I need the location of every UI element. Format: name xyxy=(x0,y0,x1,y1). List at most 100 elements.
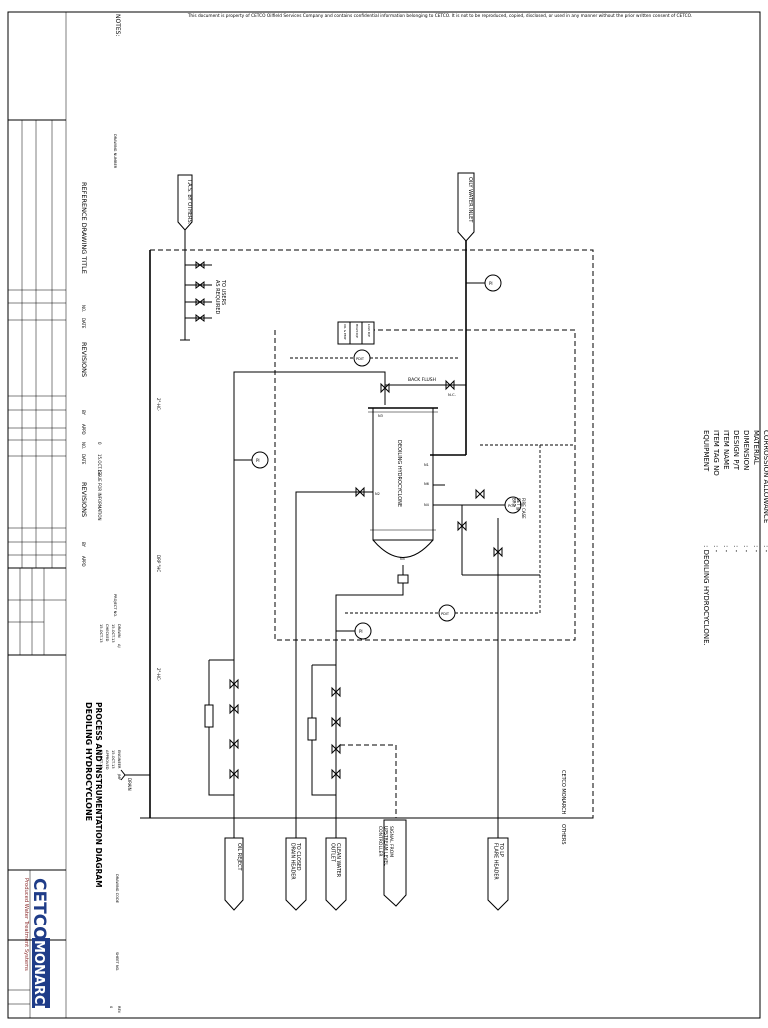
svg-text:TO LPFLARE HEADER: TO LPFLARE HEADER xyxy=(492,842,504,880)
title-block xyxy=(8,119,66,1018)
checked-label: CHECKED xyxy=(105,624,109,642)
svg-text:OIL REJECT: OIL REJECT xyxy=(236,843,242,872)
outlet-oil-reject: OIL REJECT xyxy=(224,818,244,911)
back-flush-line: BACK FLUSH N.C. xyxy=(380,377,466,405)
control-signals xyxy=(274,329,576,818)
rev-date-label: DATE xyxy=(81,454,86,465)
line-label-3: 2"-HC- xyxy=(156,668,161,682)
alarm-3: LOW D/P xyxy=(367,324,371,337)
equipment-field-label: EQUIPMENT xyxy=(702,430,710,472)
nozzle-n1: N1 xyxy=(424,463,429,467)
nozzle-n6: N6 xyxy=(424,482,429,486)
ias-source: I.A.S. BY OTHERS. TO USERSAS REQUIRED xyxy=(177,174,226,341)
relief-valve-assembly: PCV FIRE CASESET @BRG xyxy=(457,488,540,576)
approved-date: 15.OCT.13 xyxy=(99,750,103,769)
nozzle-n5: N5 xyxy=(400,557,405,561)
nozzle-n3: N3 xyxy=(378,414,383,418)
drawing-code-label: DRAWING CODE xyxy=(115,874,119,904)
pdit-top: PDIT xyxy=(356,357,365,361)
drawn-value: AJ xyxy=(117,644,121,648)
equipment-field-label: ITEM NAME xyxy=(722,430,730,470)
pdit-bottom: PDIT xyxy=(441,612,450,616)
alarm-box: OIL & EMP HIGH D/P LOW D/P PDIT xyxy=(337,321,375,367)
alarm-2: HIGH D/P xyxy=(355,324,359,338)
alarm-1: OIL & EMP xyxy=(343,324,347,340)
svg-text:CLEAN WATEROUTLET: CLEAN WATEROUTLET xyxy=(329,843,341,878)
engineer-date: 15.OCT.13 xyxy=(111,750,115,769)
outlet-clean-water: CLEAN WATEROUTLET xyxy=(325,818,347,911)
equipment-field-value: : - xyxy=(762,545,768,553)
logo-cetco: CETCO xyxy=(29,878,49,941)
oily-water-inlet: OILY WATER INLET PI xyxy=(430,172,502,456)
svg-text:CETCO MONARCH: CETCO MONARCH xyxy=(560,770,566,815)
svg-text:TO CLOSEDDRAIN HEADER: TO CLOSEDDRAIN HEADER xyxy=(289,842,301,880)
scope-label-others: OTHERS xyxy=(560,824,566,845)
pi-clean-water: PI xyxy=(359,629,363,634)
closed-drain-line xyxy=(295,491,300,818)
equipment-field-value: : - xyxy=(722,545,730,553)
nc-label-1: N.C. xyxy=(448,392,456,397)
rev-row-date: 15.OCT.13 xyxy=(97,454,102,475)
drawn-date: 15.OCT.13 xyxy=(111,624,115,643)
scope-boundary xyxy=(140,249,594,819)
drawing-number-label: DRAWING NUMBER xyxy=(113,134,117,169)
notes-label: NOTES: xyxy=(114,14,121,37)
drain-outlet: DRAIN xyxy=(120,769,150,791)
svg-text:SIGNAL FROMUPSTREAM LEVELCONTR: SIGNAL FROMUPSTREAM LEVELCONTROLLER xyxy=(377,826,394,866)
revisions-label-2: REVISIONS xyxy=(80,482,88,517)
line-labels: 2"-HC- DRP "HC 2"-HC- xyxy=(156,398,161,682)
engineer-value: JMF xyxy=(117,773,121,780)
vessel-label: DEOILING HYDROCYCLONE xyxy=(396,440,402,507)
equipment-field-value: : - xyxy=(742,545,750,553)
rev-value: 0 xyxy=(109,1006,113,1009)
line-label-2: DRP "HC xyxy=(156,555,161,572)
equipment-field-value: : DEOILING HYDROCYCLONE. xyxy=(702,545,710,646)
drain-label: DRAIN xyxy=(127,778,132,791)
logo-tagline: Produced Water Treatment Systems xyxy=(23,878,29,971)
equipment-field-value: : - xyxy=(732,545,740,553)
rev-no-label: NO. xyxy=(81,442,86,449)
back-flush-label: BACK FLUSH xyxy=(408,377,436,383)
outlet-lp-flare: TO LPFLARE HEADER xyxy=(487,818,509,911)
equipment-field-label: MATERIAL xyxy=(752,430,760,465)
confidentiality-notice: This document is property of CETCO Oilfi… xyxy=(187,13,692,19)
equipment-field-value: : - xyxy=(752,545,760,553)
by-label-1: BY xyxy=(81,410,86,416)
rev-label: REV xyxy=(117,1006,121,1014)
drawing-area-border xyxy=(65,11,761,1019)
revisions-label-1: REVISIONS xyxy=(80,342,88,377)
svg-text:OTHERS: OTHERS xyxy=(560,824,566,845)
drawn-label: DRAWN xyxy=(117,624,121,638)
nozzle-n4: N4 xyxy=(424,503,430,507)
ref-date-label: DATE xyxy=(81,318,86,329)
oil-reject-line: PI xyxy=(204,371,386,818)
ias-by-others-label: I.A.S. BY OTHERS. xyxy=(186,180,192,225)
nozzle-n2: N2 xyxy=(375,492,380,496)
line-label-1: 2"-HC- xyxy=(156,398,161,412)
drawing-title-line-1: DEOILING HYDROCYCLONE xyxy=(84,702,93,821)
to-users-label: TO USERSAS REQUIRED xyxy=(214,279,226,315)
approved-label: APPROVED xyxy=(105,750,109,770)
sheet-no-label: SHEET NO. xyxy=(115,952,119,971)
clean-water-line: PI PDIT xyxy=(307,565,456,818)
company-logo: CETCO MONARCH Produced Water Treatment S… xyxy=(23,878,50,1015)
rev-row-description: ISSUE FOR INFORMATION xyxy=(97,470,102,521)
title-block-text: NOTES: DRAWING NUMBER REFERENCE DRAWING … xyxy=(80,14,121,1014)
inlet-pressure-gauge: PI xyxy=(489,281,493,286)
equipment-field-label: DIMENSION xyxy=(742,430,750,470)
drawing-title-line-2: PROCESS AND INSTRUMENTATION DIAGRAM xyxy=(94,702,103,888)
equipment-field-label: ITEM TAG NO xyxy=(712,430,720,476)
hydrocyclone-vessel: DEOILING HYDROCYCLONE N3 N1 N6 N2 N4 N5 xyxy=(300,407,460,561)
signal-upstream-level: SIGNAL FROMUPSTREAM LEVELCONTROLLER xyxy=(377,817,407,907)
oily-water-inlet-label: OILY WATER INLET xyxy=(467,177,473,223)
project-no-label: PROJECT NO. xyxy=(113,594,117,617)
ref-no-label: NO. xyxy=(81,305,86,312)
rev-row-no: 0 xyxy=(97,442,102,445)
equipment-field-label: CORROSSION ALLOWANCE xyxy=(762,430,768,523)
fire-case-label: FIRE CASESET @BRG xyxy=(511,498,526,519)
checked-date: 15.OCT.13 xyxy=(99,624,103,643)
logo-monarch: MONARCH xyxy=(31,940,46,1015)
equipment-field-value: : - xyxy=(712,545,720,553)
